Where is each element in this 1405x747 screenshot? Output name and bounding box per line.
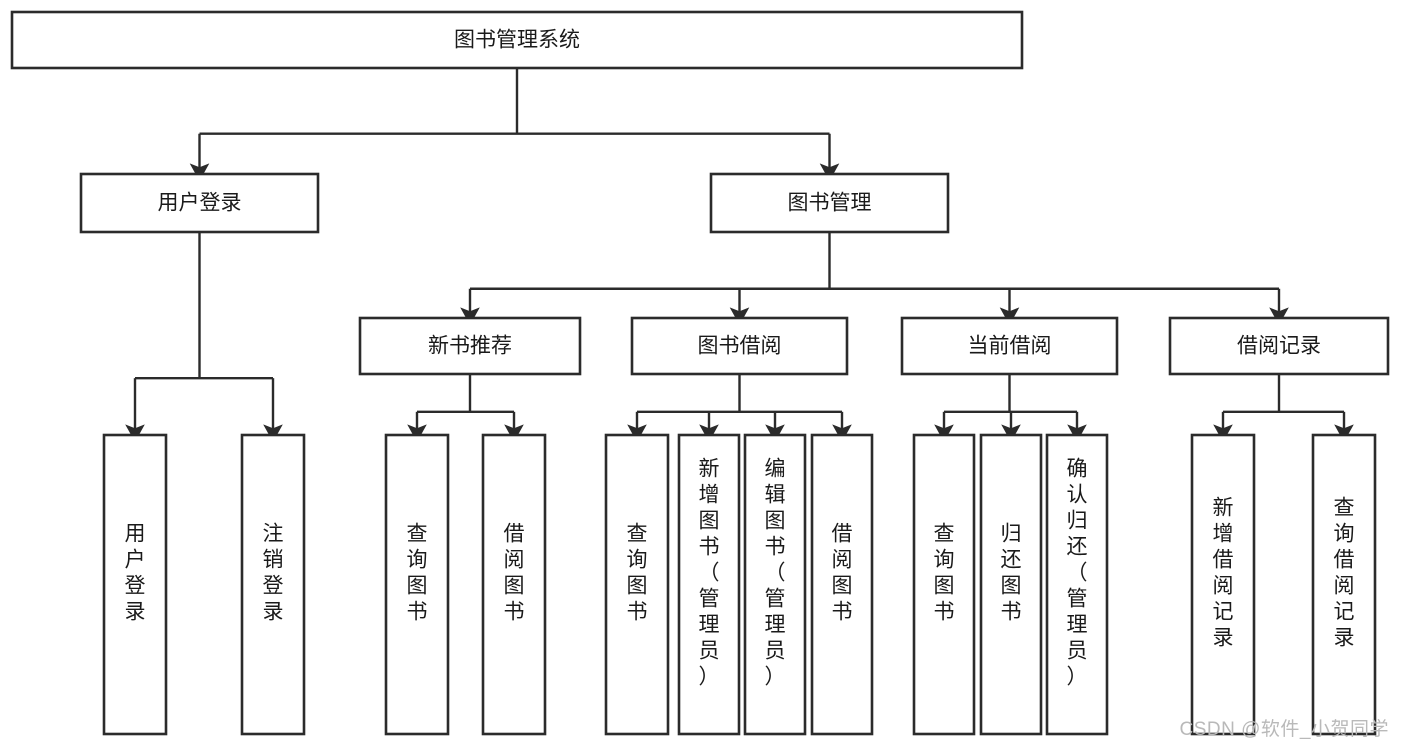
node-label-user-login: 用户登录 bbox=[158, 192, 242, 215]
edge-group-root bbox=[189, 68, 840, 182]
node-root[interactable]: 图书管理系统 bbox=[10, 10, 1024, 70]
node-box-leaf-query-record[interactable] bbox=[1311, 433, 1377, 736]
node-leaf-borrow-book-1[interactable]: 借阅图书 bbox=[481, 433, 547, 736]
node-book-borrow[interactable]: 图书借阅 bbox=[630, 316, 849, 376]
node-leaf-return-book[interactable]: 归还图书 bbox=[979, 433, 1043, 736]
node-user-login[interactable]: 用户登录 bbox=[79, 172, 320, 234]
node-label-book-borrow: 图书借阅 bbox=[698, 335, 782, 358]
node-box-book-borrow[interactable] bbox=[630, 316, 849, 376]
node-leaf-confirm-return[interactable]: 确认归还（管理员） bbox=[1045, 433, 1109, 736]
node-box-leaf-confirm-return[interactable] bbox=[1045, 433, 1109, 736]
node-label-borrow-record: 借阅记录 bbox=[1237, 335, 1321, 358]
node-label-new-book-rec: 新书推荐 bbox=[428, 335, 512, 358]
node-label-leaf-return-book: 归还图书 bbox=[1001, 523, 1022, 624]
node-box-leaf-query-book-1[interactable] bbox=[384, 433, 450, 736]
node-label-current-borrow: 当前借阅 bbox=[968, 335, 1052, 358]
node-label-leaf-borrow-book-1: 借阅图书 bbox=[504, 523, 525, 624]
node-box-leaf-query-book-3[interactable] bbox=[912, 433, 976, 736]
node-box-book-manage[interactable] bbox=[709, 172, 950, 234]
node-leaf-query-book-3[interactable]: 查询图书 bbox=[912, 433, 976, 736]
node-leaf-query-record[interactable]: 查询借阅记录 bbox=[1311, 433, 1377, 736]
node-box-borrow-record[interactable] bbox=[1168, 316, 1390, 376]
node-borrow-record[interactable]: 借阅记录 bbox=[1168, 316, 1390, 376]
node-label-leaf-user-login: 用户登录 bbox=[125, 523, 146, 624]
node-leaf-borrow-book-2[interactable]: 借阅图书 bbox=[810, 433, 874, 736]
node-leaf-add-record[interactable]: 新增借阅记录 bbox=[1190, 433, 1256, 736]
node-box-leaf-return-book[interactable] bbox=[979, 433, 1043, 736]
node-box-current-borrow[interactable] bbox=[900, 316, 1119, 376]
edge-group-current-borrow bbox=[934, 374, 1087, 443]
node-label-leaf-add-book: 新增图书（管理员） bbox=[699, 458, 720, 689]
node-box-user-login[interactable] bbox=[79, 172, 320, 234]
node-box-leaf-query-book-2[interactable] bbox=[604, 433, 670, 736]
node-box-leaf-borrow-book-1[interactable] bbox=[481, 433, 547, 736]
edge-group-book-manage bbox=[460, 232, 1289, 326]
node-label-leaf-query-book-3: 查询图书 bbox=[934, 523, 955, 624]
node-box-leaf-add-record[interactable] bbox=[1190, 433, 1256, 736]
node-label-book-manage: 图书管理 bbox=[788, 192, 872, 215]
node-label-leaf-query-book-1: 查询图书 bbox=[407, 523, 428, 624]
node-box-leaf-borrow-book-2[interactable] bbox=[810, 433, 874, 736]
node-box-root[interactable] bbox=[10, 10, 1024, 70]
node-label-root: 图书管理系统 bbox=[454, 29, 580, 52]
edge-group-user-login bbox=[125, 232, 283, 443]
node-book-manage[interactable]: 图书管理 bbox=[709, 172, 950, 234]
node-label-leaf-edit-book: 编辑图书（管理员） bbox=[765, 458, 786, 689]
node-leaf-user-login[interactable]: 用户登录 bbox=[102, 433, 168, 736]
edges-layer bbox=[125, 68, 1354, 443]
node-label-leaf-logout: 注销登录 bbox=[263, 523, 284, 624]
node-label-leaf-query-book-2: 查询图书 bbox=[627, 523, 648, 624]
node-leaf-edit-book[interactable]: 编辑图书（管理员） bbox=[743, 433, 807, 736]
edge-group-borrow-record bbox=[1213, 374, 1354, 443]
node-box-leaf-edit-book[interactable] bbox=[743, 433, 807, 736]
node-box-new-book-rec[interactable] bbox=[358, 316, 582, 376]
node-leaf-query-book-2[interactable]: 查询图书 bbox=[604, 433, 670, 736]
node-box-leaf-user-login[interactable] bbox=[102, 433, 168, 736]
edge-group-new-book-rec bbox=[407, 374, 524, 443]
node-leaf-query-book-1[interactable]: 查询图书 bbox=[384, 433, 450, 736]
node-new-book-rec[interactable]: 新书推荐 bbox=[358, 316, 582, 376]
node-label-leaf-add-record: 新增借阅记录 bbox=[1213, 497, 1234, 650]
node-box-leaf-add-book[interactable] bbox=[677, 433, 741, 736]
node-leaf-add-book[interactable]: 新增图书（管理员） bbox=[677, 433, 741, 736]
node-current-borrow[interactable]: 当前借阅 bbox=[900, 316, 1119, 376]
node-label-leaf-borrow-book-2: 借阅图书 bbox=[832, 523, 853, 624]
nodes-layer: 图书管理系统用户登录图书管理新书推荐图书借阅当前借阅借阅记录用户登录注销登录查询… bbox=[10, 10, 1390, 736]
node-label-leaf-query-record: 查询借阅记录 bbox=[1334, 497, 1355, 650]
edge-group-book-borrow bbox=[627, 374, 852, 443]
node-leaf-logout[interactable]: 注销登录 bbox=[240, 433, 306, 736]
node-box-leaf-logout[interactable] bbox=[240, 433, 306, 736]
node-label-leaf-confirm-return: 确认归还（管理员） bbox=[1067, 458, 1088, 689]
